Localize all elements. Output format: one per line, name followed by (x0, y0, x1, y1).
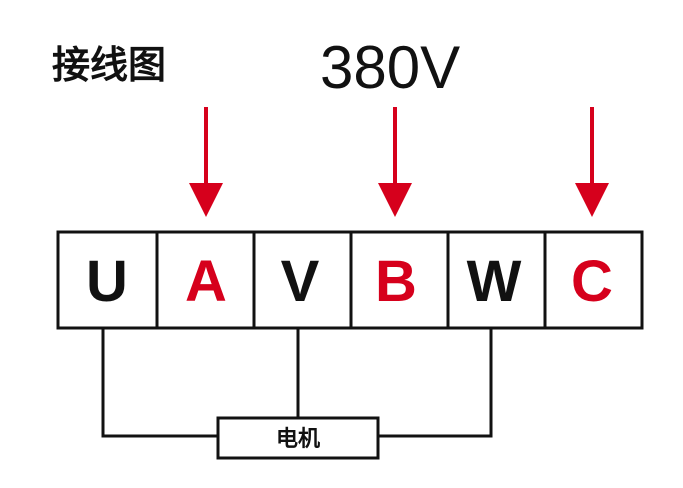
terminal-a: A (185, 249, 227, 314)
voltage-label: 380V (320, 34, 460, 101)
terminal-w: W (467, 249, 522, 314)
supply-arrow-c (575, 107, 609, 217)
terminal-b: B (375, 249, 417, 314)
terminal-u: U (86, 249, 128, 314)
supply-arrow-a (189, 107, 223, 217)
terminal-c: C (571, 249, 613, 314)
motor-box (216, 416, 380, 460)
terminal-v: V (281, 249, 320, 314)
wire-w (378, 328, 493, 438)
supply-arrow-b (378, 107, 412, 217)
motor-label: 电机 (276, 427, 320, 452)
wire-u (101, 328, 218, 438)
diagram-title: 接线图 (52, 43, 166, 87)
terminal-block (56, 230, 644, 330)
